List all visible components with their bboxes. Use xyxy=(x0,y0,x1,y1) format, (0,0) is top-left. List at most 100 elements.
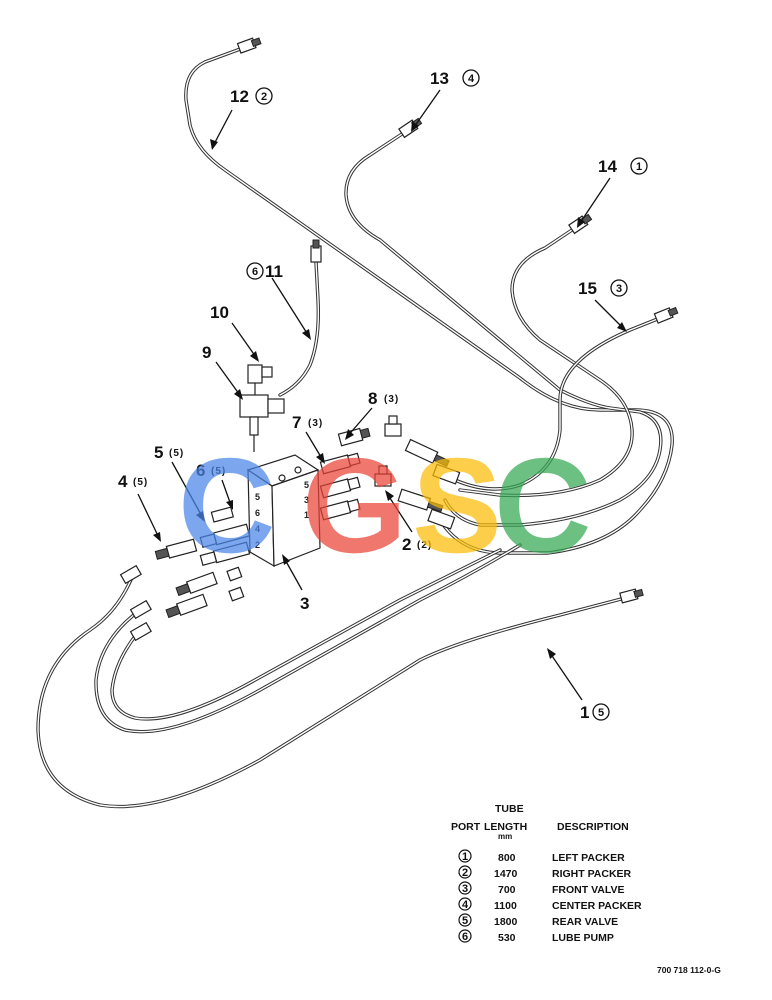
table-length: 1800 xyxy=(494,916,518,928)
table-row: 6 530 LUBE PUMP xyxy=(458,929,614,944)
callout-5: 5 (5) xyxy=(154,443,184,462)
table-header-tube: TUBE xyxy=(495,803,524,815)
callout-number: 6 xyxy=(196,461,205,480)
callout-4: 4 (5) xyxy=(118,472,148,491)
callout-quantity: (2) xyxy=(417,540,432,551)
callout-number: 12 xyxy=(230,87,249,106)
watermark-logo: C G S C xyxy=(178,430,592,581)
table-length: 1100 xyxy=(494,900,517,912)
callout-number: 3 xyxy=(300,594,309,613)
callout-port-circle xyxy=(630,157,648,175)
table-port: 3 xyxy=(462,883,468,895)
table-header-length-unit: mm xyxy=(498,832,512,841)
callout-quantity: (3) xyxy=(308,418,323,429)
callout-port: 1 xyxy=(636,161,642,173)
callout-number: 11 xyxy=(265,262,283,281)
table-port: 6 xyxy=(462,931,468,943)
block-port-label: 3 xyxy=(304,495,309,505)
tube-12 xyxy=(184,46,674,555)
tee-fitting xyxy=(239,394,285,452)
block-port-label: 1 xyxy=(304,510,309,520)
block-port-labels-left: 5 6 4 2 xyxy=(255,492,260,550)
elbow-fitting xyxy=(247,364,273,395)
block-port-label: 2 xyxy=(255,540,260,550)
tube-14 xyxy=(458,226,634,498)
tube-15 xyxy=(453,316,662,491)
callout-number: 9 xyxy=(202,343,211,362)
watermark-letter: C xyxy=(494,430,592,581)
callout-quantity: (5) xyxy=(169,448,184,459)
table-header-length: LENGTH xyxy=(484,821,527,833)
tube-lines xyxy=(36,46,674,809)
table-row: 3 700 FRONT VALVE xyxy=(458,881,625,896)
callout-number: 14 xyxy=(598,157,617,176)
table-description: RIGHT PACKER xyxy=(552,868,632,880)
callout-15: 15 3 xyxy=(578,279,628,298)
table-header-description: DESCRIPTION xyxy=(557,821,629,833)
table-row: 1 800 LEFT PACKER xyxy=(458,849,625,864)
callout-3: 3 xyxy=(300,594,309,613)
callout-9: 9 xyxy=(202,343,211,362)
table-port: 4 xyxy=(462,899,469,911)
callout-6: 6 (5) xyxy=(196,461,226,480)
callout-12: 12 2 xyxy=(230,87,273,106)
callout-port: 3 xyxy=(616,283,622,295)
block-port-labels-right: 5 3 1 xyxy=(304,480,309,520)
block-port-label: 5 xyxy=(255,492,260,502)
table-description: REAR VALVE xyxy=(552,916,618,928)
callout-7: 7 (3) xyxy=(292,413,323,432)
table-port: 2 xyxy=(462,867,468,879)
callout-14: 14 1 xyxy=(598,157,648,176)
table-description: LEFT PACKER xyxy=(552,852,625,864)
block-port-label: 5 xyxy=(304,480,309,490)
callout-quantity: (3) xyxy=(384,394,399,405)
callout-2: 2 (2) xyxy=(402,535,432,554)
watermark-letter: S xyxy=(412,430,502,581)
table-port: 5 xyxy=(462,915,468,927)
callout-port-circle xyxy=(610,279,628,297)
left-connectors xyxy=(154,506,251,619)
callout-port-circle xyxy=(246,262,264,280)
callout-number: 1 xyxy=(580,703,589,722)
leader-lines xyxy=(137,89,627,701)
distributor-block xyxy=(246,454,321,568)
tube-loops-left xyxy=(94,543,522,734)
block-port-label: 4 xyxy=(255,524,260,534)
table-length: 1470 xyxy=(494,868,518,880)
callout-port: 6 xyxy=(252,266,258,278)
table-length: 700 xyxy=(498,884,516,896)
table-row: 5 1800 REAR VALVE xyxy=(458,913,618,928)
callout-number: 4 xyxy=(118,472,128,491)
callout-number: 13 xyxy=(430,69,449,88)
tube-13 xyxy=(344,130,663,527)
callout-1: 1 5 xyxy=(580,703,610,722)
callout-port: 5 xyxy=(598,707,604,719)
callout-number: 7 xyxy=(292,413,301,432)
callout-port-circle xyxy=(592,703,610,721)
watermark-letter: C xyxy=(178,430,276,581)
block-port-label: 6 xyxy=(255,508,260,518)
callout-port-circle xyxy=(255,87,273,105)
table-row: 4 1100 CENTER PACKER xyxy=(458,897,642,912)
callout-11: 6 11 xyxy=(246,262,283,281)
tube-length-table: TUBE PORT LENGTH mm DESCRIPTION 1 800 LE… xyxy=(451,803,642,944)
callout-number: 2 xyxy=(402,535,411,554)
table-port: 1 xyxy=(462,851,468,863)
callout-number: 15 xyxy=(578,279,597,298)
tube-11 xyxy=(278,260,320,397)
right-connectors xyxy=(319,415,461,530)
callout-port: 4 xyxy=(468,73,475,85)
table-length: 800 xyxy=(498,852,516,864)
callout-number: 10 xyxy=(210,303,229,322)
table-description: FRONT VALVE xyxy=(552,884,625,896)
watermark-letter: G xyxy=(302,430,407,581)
callout-8: 8 (3) xyxy=(368,389,399,408)
callout-13: 13 4 xyxy=(430,69,480,88)
tube-1 xyxy=(36,568,627,809)
figure-id: 700 718 112-0-G xyxy=(657,965,721,975)
callout-quantity: (5) xyxy=(133,477,148,488)
table-row: 2 1470 RIGHT PACKER xyxy=(458,865,632,880)
callout-port-circle xyxy=(462,69,480,87)
callout-quantity: (5) xyxy=(211,466,226,477)
